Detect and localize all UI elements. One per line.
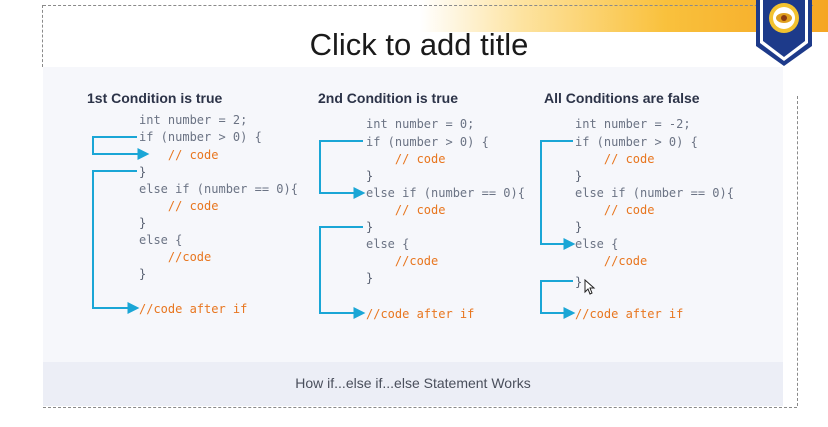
column-title-2: 2nd Condition is true bbox=[318, 90, 458, 106]
slide-title[interactable]: Click to add title bbox=[309, 27, 529, 62]
code-line: } bbox=[139, 216, 147, 230]
arrow-to-after-if bbox=[319, 226, 366, 319]
code-line: } bbox=[575, 169, 583, 183]
code-line: } bbox=[366, 169, 374, 183]
code-line: else { bbox=[575, 237, 619, 251]
code-line: int number = 0; bbox=[366, 117, 475, 131]
arrow-if-to-else bbox=[540, 140, 576, 250]
code-line: } bbox=[575, 220, 583, 234]
code-comment: // code bbox=[139, 148, 219, 162]
code-comment: // code bbox=[366, 203, 446, 217]
caption-bar: How if...else if...else Statement Works bbox=[43, 362, 783, 406]
code-line: else { bbox=[366, 237, 410, 251]
code-line: if (number > 0) { bbox=[139, 130, 262, 144]
code-comment: //code after if bbox=[366, 307, 475, 321]
code-line: if (number > 0) { bbox=[575, 135, 698, 149]
placeholder-border-left bbox=[42, 5, 43, 67]
code-line: } bbox=[139, 165, 147, 179]
university-crest-icon bbox=[756, 0, 812, 66]
code-comment: //code after if bbox=[575, 307, 684, 321]
flow-arrows bbox=[92, 136, 576, 319]
code-line: int number = 2; bbox=[139, 113, 248, 127]
code-line: int number = -2; bbox=[575, 117, 691, 131]
arrow-to-after-if bbox=[92, 170, 140, 314]
title-placeholder[interactable]: Click to add title bbox=[43, 5, 795, 67]
code-comment: // code bbox=[575, 203, 655, 217]
code-line: else if (number == 0){ bbox=[575, 186, 734, 200]
code-line: if (number > 0) { bbox=[366, 135, 489, 149]
arrow-to-after-if bbox=[540, 280, 576, 319]
code-line: } bbox=[575, 275, 583, 289]
arrow-if-to-code bbox=[92, 136, 150, 160]
code-comment: // code bbox=[139, 199, 219, 213]
code-comment: //code bbox=[139, 250, 212, 264]
code-line: } bbox=[139, 267, 147, 281]
placeholder-border-right bbox=[797, 96, 798, 406]
cursor-icon bbox=[584, 279, 596, 295]
code-line: } bbox=[366, 220, 374, 234]
code-comment: //code bbox=[575, 254, 648, 268]
column-title-1: 1st Condition is true bbox=[87, 90, 223, 106]
code-line: else if (number == 0){ bbox=[366, 186, 525, 200]
code-comment: // code bbox=[366, 152, 446, 166]
placeholder-border-top bbox=[43, 5, 813, 6]
arrow-if-to-elseif bbox=[319, 140, 366, 199]
placeholder-border-bottom bbox=[43, 407, 797, 408]
code-line: } bbox=[366, 271, 374, 285]
code-comment: //code after if bbox=[139, 302, 248, 316]
column-title-3: All Conditions are false bbox=[544, 90, 700, 106]
code-line: else if (number == 0){ bbox=[139, 182, 298, 196]
code-line: else { bbox=[139, 233, 183, 247]
code-comment: //code bbox=[366, 254, 439, 268]
diagram-caption: How if...else if...else Statement Works bbox=[295, 375, 531, 391]
code-comment: // code bbox=[575, 152, 655, 166]
diagram-image: 1st Condition is true int number = 2; if… bbox=[43, 67, 783, 362]
